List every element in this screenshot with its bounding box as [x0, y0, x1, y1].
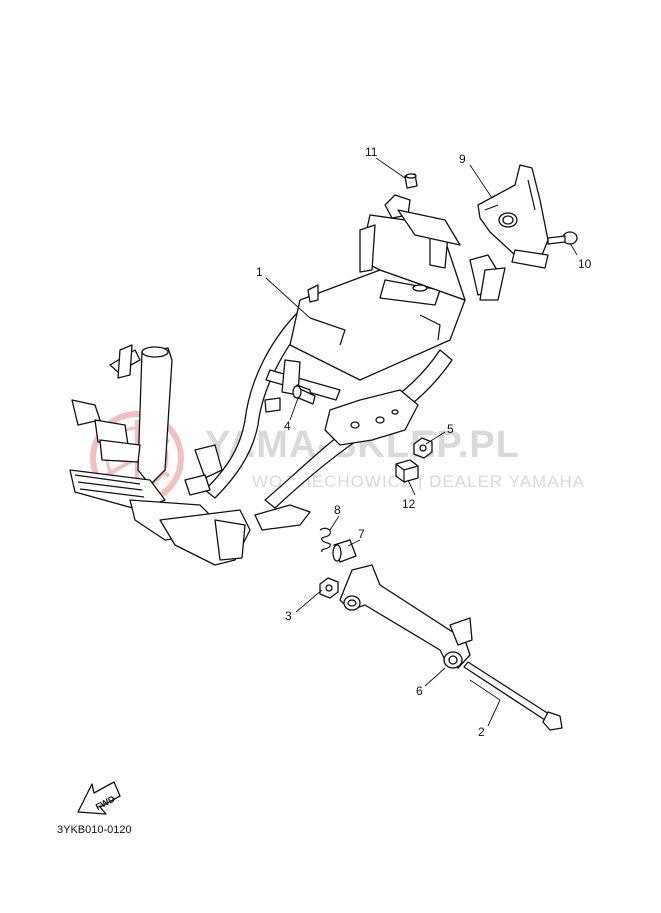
bolt-part-2 [463, 661, 563, 731]
callout-3: 3 [285, 609, 292, 623]
nut-part-11 [404, 173, 418, 189]
drawing-code: 3YKB010-0120 [57, 824, 132, 836]
bolt-part-4 [292, 385, 316, 405]
collar-part-7 [332, 539, 357, 563]
callout-2: 2 [478, 725, 485, 739]
callout-6: 6 [416, 684, 423, 698]
frame-part-1 [69, 194, 506, 566]
callout-10: 10 [578, 257, 592, 271]
callout-7: 7 [358, 527, 365, 541]
callout-8: 8 [334, 503, 341, 517]
callout-9: 9 [459, 152, 466, 166]
arm-part-6 [339, 564, 473, 669]
leader-lines [265, 157, 578, 727]
spring-part-8 [319, 527, 331, 553]
callout-11: 11 [365, 145, 378, 159]
callout-1: 1 [256, 265, 263, 279]
callout-labels: 1 2 3 4 5 6 7 8 9 10 11 12 [256, 145, 592, 739]
bolt-part-10 [547, 231, 578, 245]
bracket-part-9 [477, 164, 549, 269]
fwd-arrow-icon: FWD [77, 781, 121, 815]
block-part-12 [395, 459, 419, 483]
callout-5: 5 [447, 422, 454, 436]
callout-12: 12 [402, 497, 416, 511]
watermark-sub-text: WOJCIECHOWICZ | DEALER YAMAHA [252, 472, 585, 491]
nut-part-3 [319, 577, 339, 599]
callout-4: 4 [284, 419, 291, 433]
